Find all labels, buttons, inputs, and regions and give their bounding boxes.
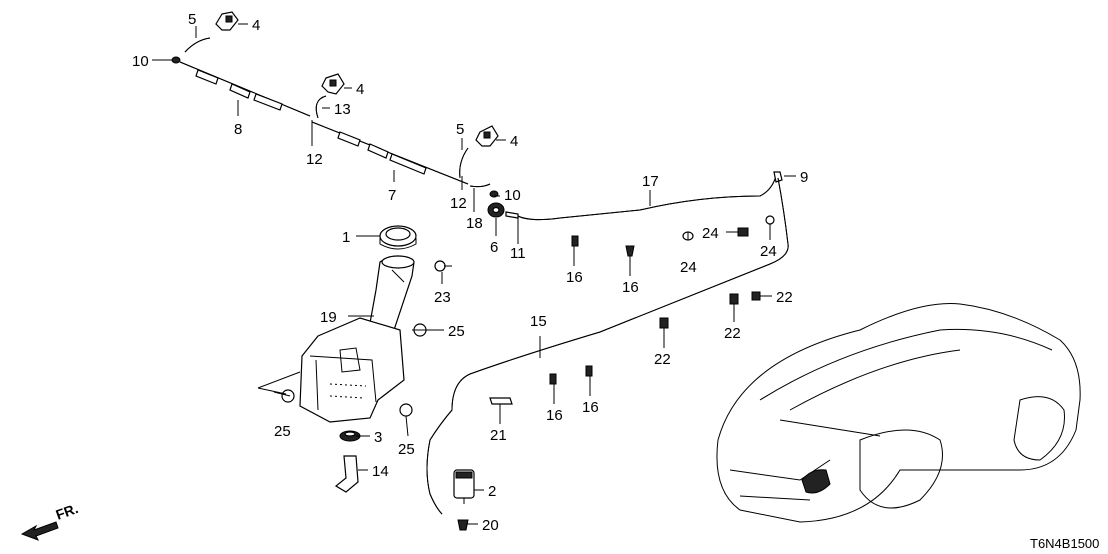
callout-3: 3 <box>374 429 382 446</box>
callout-13: 13 <box>334 101 351 118</box>
car-illustration <box>716 303 1081 523</box>
callout-22: 22 <box>654 351 671 368</box>
callout-18: 18 <box>466 215 483 232</box>
callout-23: 23 <box>434 289 451 306</box>
callout-4: 4 <box>356 81 364 98</box>
callout-8: 8 <box>234 121 242 138</box>
clip-21 <box>489 397 513 405</box>
callout-20: 20 <box>482 517 499 534</box>
cap-1 <box>379 225 417 250</box>
callout-25: 25 <box>448 323 465 340</box>
callout-19: 19 <box>320 309 337 326</box>
front-label: FR. <box>54 500 81 523</box>
callout-25: 25 <box>398 441 415 458</box>
callout-6: 6 <box>490 239 498 256</box>
callout-5: 5 <box>456 121 464 138</box>
clip-4-upper-left <box>215 11 239 31</box>
callout-labels: 5 4 10 8 4 13 12 7 5 4 10 12 18 6 11 17 … <box>132 11 808 534</box>
callout-9: 9 <box>800 169 808 186</box>
hose-8 <box>179 61 311 117</box>
hose-14 <box>334 455 359 493</box>
callout-5: 5 <box>188 11 196 28</box>
callout-4: 4 <box>252 17 260 34</box>
joint-20 <box>457 519 469 531</box>
clip-22-c <box>751 291 761 301</box>
joint-13 <box>315 95 327 119</box>
callout-15: 15 <box>530 313 547 330</box>
joint-5-upper-left <box>184 37 211 53</box>
leader-lines <box>152 23 796 525</box>
callout-24: 24 <box>702 225 719 242</box>
clip-22-b <box>729 293 739 305</box>
callout-12: 12 <box>306 151 323 168</box>
leader-tank-25 <box>257 371 301 389</box>
check-valve-10-upper-left <box>171 56 181 64</box>
callout-16: 16 <box>546 407 563 424</box>
callout-16: 16 <box>622 279 639 296</box>
callout-16: 16 <box>582 399 599 416</box>
washer-tank <box>299 317 405 423</box>
callout-22: 22 <box>776 289 793 306</box>
joint-5-right <box>459 147 469 179</box>
callout-25: 25 <box>274 423 291 440</box>
callout-24: 24 <box>760 243 777 260</box>
callout-1: 1 <box>342 229 350 246</box>
bolt-25-right <box>412 323 427 337</box>
clip-4-right <box>475 125 499 147</box>
clip-16-c <box>549 373 557 385</box>
grommet-3 <box>339 430 361 442</box>
callout-24: 24 <box>680 259 697 276</box>
diagram-code: T6N4B1500 <box>1030 536 1099 551</box>
callout-11: 11 <box>510 245 526 262</box>
callout-10: 10 <box>132 53 149 70</box>
callout-2: 2 <box>488 483 496 500</box>
grommet-6 <box>487 202 505 218</box>
callout-21: 21 <box>490 427 507 444</box>
callout-10: 10 <box>504 187 521 204</box>
clip-16-d <box>585 365 593 377</box>
clip-4-middle <box>321 73 345 95</box>
clip-24-b <box>737 227 749 237</box>
callout-16: 16 <box>566 269 583 286</box>
front-arrow-icon <box>20 521 59 541</box>
hose-15 <box>426 177 789 515</box>
bolt-25-lower-left <box>273 389 295 403</box>
joint-9 <box>773 171 783 183</box>
callout-4: 4 <box>510 133 518 150</box>
bolt-25-lower-right <box>399 403 413 437</box>
clip-16-b <box>625 245 635 257</box>
filler-neck-19 <box>367 255 415 335</box>
hose-7 <box>311 121 469 185</box>
clip-24-c <box>765 215 775 225</box>
callout-14: 14 <box>372 463 389 480</box>
callout-12: 12 <box>450 195 467 212</box>
clip-22-a <box>659 317 669 329</box>
bolt-23 <box>434 260 452 272</box>
joint-18 <box>469 183 491 188</box>
pump-2 <box>453 469 475 504</box>
joint-11 <box>505 211 519 219</box>
hose-17 <box>517 175 777 221</box>
clip-16-a <box>571 235 579 247</box>
callout-22: 22 <box>724 325 741 342</box>
callout-17: 17 <box>642 173 659 190</box>
callout-7: 7 <box>388 187 396 204</box>
